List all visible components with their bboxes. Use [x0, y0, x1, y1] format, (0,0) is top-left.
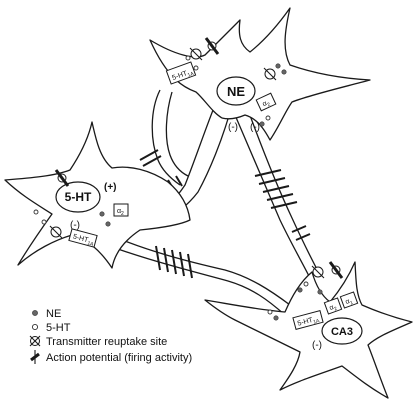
legend-item-ne: NE	[32, 308, 61, 320]
action-potential-icon	[328, 261, 344, 279]
5ht-nucleus	[55, 181, 101, 213]
reuptake-site-icon	[263, 67, 277, 81]
ca3-cell-label: CA3	[331, 326, 353, 338]
legend-item-5ht: 5-HT	[31, 322, 71, 334]
axon-hatch-5ht-ca3	[155, 245, 193, 279]
legend-label-reuptake: Transmitter reuptake site	[46, 336, 167, 348]
receptor-subscript: 2	[121, 211, 124, 217]
ca3-a1-receptor: α1	[339, 291, 359, 309]
transmitter-dots	[33, 55, 323, 321]
action-potential-icon	[54, 169, 70, 187]
ne-dot-icon	[32, 310, 38, 316]
legend: NE 5-HT Transmitter reuptake site Action…	[29, 308, 192, 364]
ne-a2-receptor: α2	[255, 92, 277, 112]
reuptake-site-icon	[49, 225, 63, 239]
axon-hatch-ne-top	[139, 149, 162, 167]
receptor-subscript: 2	[333, 306, 338, 313]
ne-neg-sign-right: (-)	[250, 122, 260, 133]
axon-5ht-to-ca3-inner	[114, 247, 286, 316]
ca3-neg-sign: (-)	[312, 340, 322, 351]
ne-neg-sign-left: (-)	[228, 122, 238, 133]
receptor-subscript: 1A	[313, 318, 321, 326]
axon-5ht-to-ca3	[109, 234, 291, 306]
5ht-a2-receptor: α2	[113, 203, 129, 217]
ca3-a2-receptor: α2	[323, 297, 343, 315]
receptor-subscript: 2	[266, 102, 271, 109]
reuptake-site-icon	[29, 335, 41, 347]
receptor-subscript: 1A	[87, 240, 95, 248]
receptor-subscript: 1	[349, 300, 354, 307]
legend-item-action-potential: Action potential (firing activity)	[30, 350, 192, 364]
svg-text:α2: α2	[329, 303, 339, 314]
5ht-neg-sign: (-)	[70, 220, 80, 231]
ne-cell-label: NE	[227, 84, 245, 99]
legend-item-reuptake: Transmitter reuptake site	[29, 335, 167, 348]
svg-text:α2: α2	[117, 208, 124, 217]
axon-5ht-to-ne-inner	[165, 91, 189, 177]
5ht-dot-icon	[31, 323, 39, 331]
action-potential-icon	[204, 37, 220, 55]
axon-5ht-to-ne	[151, 89, 181, 186]
ne-neuron-body	[149, 7, 371, 141]
axon-ne-to-ca3-inner	[247, 109, 321, 276]
5ht-cell-label: 5-HT	[65, 190, 92, 204]
reuptake-site-icon	[311, 265, 325, 279]
legend-label-ne: NE	[46, 308, 61, 320]
svg-text:α1: α1	[345, 297, 355, 308]
5ht-pos-sign: (+)	[104, 182, 117, 193]
ne-nucleus	[216, 76, 256, 106]
ca3-nucleus	[321, 317, 363, 345]
axon-hatch-ne-ca3	[254, 169, 298, 209]
ca3-neuron-body	[204, 261, 413, 399]
legend-label-5ht: 5-HT	[46, 322, 71, 334]
reuptake-site-icon	[189, 47, 203, 61]
svg-text:α2: α2	[262, 99, 272, 110]
axon-ne-to-ca3	[234, 114, 311, 279]
receptor-subscript: 1A	[187, 71, 195, 79]
legend-label-action-potential: Action potential (firing activity)	[46, 352, 192, 364]
action-potential-icon	[30, 350, 40, 364]
